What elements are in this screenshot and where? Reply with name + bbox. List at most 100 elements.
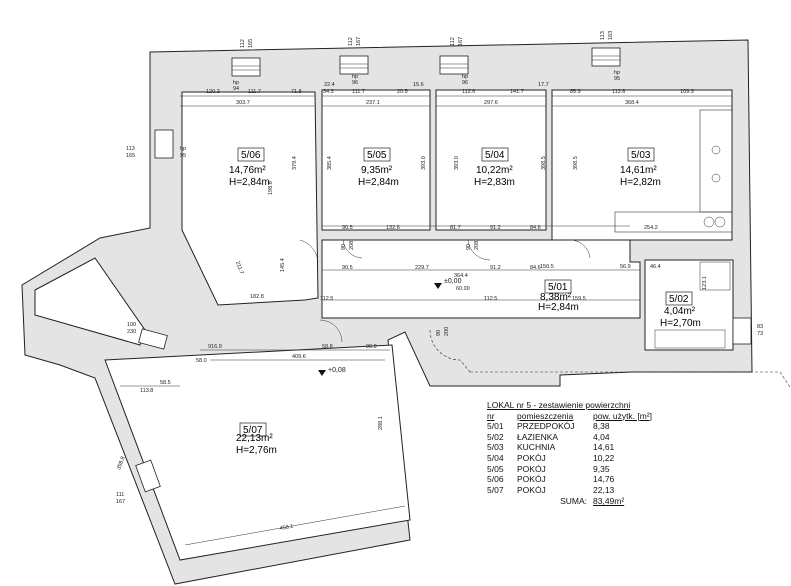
svg-text:10,22m²: 10,22m² [476, 165, 513, 176]
dim-8: 20.5 [397, 89, 408, 95]
door-arc-entry [429, 329, 471, 373]
door-arc-506 [299, 239, 319, 263]
svg-text:14,61m²: 14,61m² [620, 165, 657, 176]
dim-53: 123.1 [702, 276, 708, 290]
room-502-floor [644, 259, 734, 351]
dim-46c: 90 [466, 244, 472, 250]
dim-sill-5-b: 95 [614, 76, 620, 82]
dim-38: 58.8 [322, 344, 333, 350]
door-arc-507 [319, 319, 343, 343]
stove-icon [711, 145, 721, 155]
dim-10: 237.1 [366, 100, 380, 106]
dim-43: 113.8 [140, 388, 153, 394]
dim-24: 132.6 [386, 225, 400, 231]
dim-21: 393.0 [421, 156, 427, 170]
table-row: 5/02 ŁAZIENKA 4,04 [487, 431, 610, 442]
dim-sill-5-a: hp [614, 70, 620, 76]
dim-36: 145.4 [280, 258, 286, 272]
room-label-504: 5/04 10,22m² H=2,83m [474, 147, 515, 188]
dim-26b: 91.2 [490, 265, 501, 271]
svg-text:H=2,84m: H=2,84m [229, 177, 270, 188]
svg-text:±0,00: ±0,00 [444, 278, 462, 285]
dim-51: 56.9 [620, 264, 631, 270]
dim-34: 182.8 [250, 294, 264, 300]
schedule-sum: SUMA: 83,49m² [487, 496, 717, 507]
dim-window-top-4-b: 163 [608, 31, 614, 40]
svg-text:5/05: 5/05 [367, 150, 387, 161]
dim-25: 81.7 [450, 225, 461, 231]
area-schedule: LOKAL nr 5 - zestawienie powierzchni nr … [487, 400, 717, 507]
dim-window-left2-a: 100 [127, 322, 136, 328]
room-501-floor [321, 239, 641, 319]
dim-32b: 112.5 [484, 296, 497, 302]
door-arc-503 [569, 239, 591, 259]
dim-46b: 90 [341, 244, 347, 250]
dim-window-right-b: 73 [757, 331, 763, 337]
schedule-sum-value: 83,49m² [593, 496, 625, 507]
dim-18: 368.4 [625, 100, 639, 106]
svg-text:H=2,84m: H=2,84m [358, 177, 399, 188]
schedule-header-name: pomieszczenia [517, 410, 574, 421]
dim-31: 60.00 [456, 286, 470, 292]
dim-window-top-3-b: 167 [458, 37, 464, 46]
dim-39: 90.9 [366, 344, 377, 350]
dim-22: 398.5 [541, 156, 547, 170]
svg-text:5/03: 5/03 [631, 150, 651, 161]
svg-text:H=2,83m: H=2,83m [474, 177, 515, 188]
dim-window-right-a: 83 [757, 324, 763, 330]
svg-text:9,35m²: 9,35m² [361, 165, 393, 176]
dim-33: 159.5 [572, 296, 586, 302]
table-row: 5/06 POKÓJ 14,76 [487, 474, 615, 485]
bathtub [654, 329, 726, 349]
svg-text:22,13m²: 22,13m² [236, 433, 273, 444]
dim-44: 58.0 [196, 358, 207, 364]
svg-text:14,76m²: 14,76m² [229, 165, 266, 176]
room-label-506: 5/06 14,76m² H=2,84m [229, 147, 270, 188]
dim-42: 458.1 [279, 524, 294, 532]
dim-window-top-4-a: 113 [600, 31, 606, 40]
kitchen-counter-side [699, 109, 733, 213]
room-label-502: 5/02 4,04m² H=2,70m [660, 291, 701, 329]
svg-text:H=2,76m: H=2,76m [236, 445, 277, 456]
dim-9: 15.6 [413, 82, 424, 88]
dim-46: 90 [436, 330, 442, 336]
windows-top [135, 47, 752, 493]
schedule-header: nr pomieszczenia pow. użytk. [m²] [487, 411, 717, 422]
dim-28: 254.2 [644, 225, 658, 231]
svg-text:5/06: 5/06 [241, 150, 261, 161]
dim-3: 71.8 [291, 89, 302, 95]
svg-text:8,38m²: 8,38m² [540, 292, 572, 303]
dim-23: 90.5 [342, 225, 353, 231]
room-503-floor [551, 89, 733, 241]
dim-sill-3-a: hp [352, 74, 358, 80]
room-505-floor [321, 89, 431, 231]
table-row: 5/01 PRZEDPOKÓJ 8,38 [487, 421, 610, 432]
table-row: 5/03 KUCHNIA 14,61 [487, 442, 615, 453]
dimension-texts: 112 165 112 167 112 167 113 163 113 165 … [116, 31, 763, 532]
room-label-505: 5/05 9,35m² H=2,84m [358, 147, 399, 188]
dim-sill-2-a: hp [180, 146, 186, 152]
dim-30: 364.4 [454, 273, 468, 279]
dim-15: 85.9 [570, 89, 581, 95]
dim-7: 111.7 [352, 89, 365, 95]
door-arc-504 [467, 239, 491, 261]
dim-sill-3-b: 96 [352, 80, 358, 86]
svg-text:+0,08: +0,08 [328, 367, 346, 374]
dim-20: 385.4 [327, 156, 333, 170]
dimension-lines [120, 95, 732, 546]
dim-window-top-2-a: 112 [348, 37, 354, 46]
dim-40: 409.6 [292, 354, 306, 360]
dim-1: 120.2 [206, 89, 220, 95]
door-arc-505 [342, 239, 363, 259]
room-label-503: 5/03 14,61m² H=2,82m [620, 147, 661, 188]
stove-icon-2 [711, 173, 721, 183]
level-marker-entrance: ±0,00 [434, 278, 462, 289]
dim-sill-4-b: 96 [462, 80, 468, 86]
dim-23b: 90.5 [342, 265, 353, 271]
svg-text:H=2,70m: H=2,70m [660, 318, 701, 329]
schedule-sum-label: SUMA: [560, 496, 587, 507]
sink-icon-2 [714, 216, 726, 228]
svg-text:5/07: 5/07 [243, 425, 263, 436]
dim-window-top-3-a: 112 [450, 37, 456, 46]
